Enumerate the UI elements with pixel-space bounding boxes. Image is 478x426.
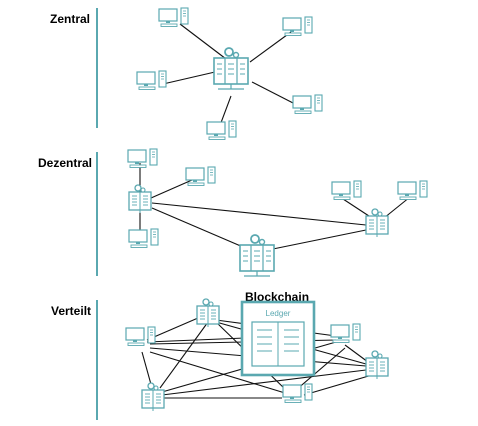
server-icon [365, 350, 389, 380]
ledger-label: Ledger [266, 309, 291, 318]
divider-central [96, 8, 98, 128]
computer-icon [125, 326, 156, 347]
section-label-distributed: Verteilt [51, 304, 92, 318]
computer-icon [282, 16, 313, 37]
computer-icon [158, 7, 189, 28]
section-label-decentral: Dezentral [38, 156, 93, 170]
computer-icon [185, 166, 216, 187]
blockchain-title: Blockchain [245, 290, 310, 304]
server-icon [128, 184, 152, 214]
computer-icon [206, 120, 237, 141]
computer-icon [331, 180, 362, 201]
server-icon [365, 208, 389, 238]
server-icon [196, 298, 220, 328]
section-label-central: Zentral [50, 12, 91, 26]
server-icon [239, 234, 275, 277]
blockchain-ledger: Ledger [240, 300, 316, 377]
decentral-network [139, 163, 411, 251]
divider-decentral [96, 152, 98, 276]
computer-icon [292, 94, 323, 115]
computer-icon [282, 383, 313, 404]
computer-icon [136, 70, 167, 91]
computer-icon [397, 180, 428, 201]
computer-icon [330, 323, 361, 344]
divider-distributed [96, 300, 98, 420]
computer-icon [127, 148, 158, 169]
computer-icon [128, 228, 159, 249]
